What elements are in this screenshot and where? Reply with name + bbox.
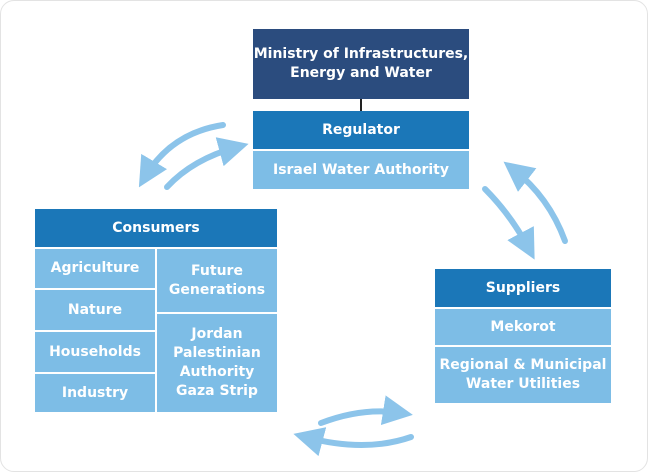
ministry-line1: Ministry of Infrastructures, [253, 46, 469, 62]
foreign-line3: Authority [179, 364, 255, 380]
consumer-agriculture-label: Agriculture [50, 260, 140, 276]
future-line1: Future [191, 262, 243, 279]
foreign-line2: Palestinian [173, 345, 261, 361]
consumers-header-label: Consumers [112, 219, 200, 236]
regulator-body-label: Israel Water Authority [272, 161, 450, 178]
consumer-future-generations: Future Generations [157, 249, 277, 312]
cycle-arrow-icon [503, 161, 568, 244]
cycle-arrow-icon [164, 137, 249, 190]
connector-line [360, 99, 362, 111]
foreign-line4: Gaza Strip [176, 383, 258, 399]
consumer-nature: Nature [35, 290, 155, 330]
utilities-line2: Water Utilities [465, 376, 581, 392]
utilities-line1: Regional & Municipal [439, 357, 607, 373]
consumer-households: Households [35, 332, 155, 372]
consumer-foreign: Jordan Palestinian Authority Gaza Strip [157, 314, 277, 412]
regulator-body: Israel Water Authority [253, 151, 469, 189]
consumers-header: Consumers [35, 209, 277, 247]
cycle-arrow-icon [318, 395, 413, 426]
cycle-arrow-icon [138, 122, 226, 188]
suppliers-header-label: Suppliers [485, 279, 561, 296]
regulator-header-label: Regulator [322, 121, 400, 138]
future-line2: Generations [168, 281, 266, 298]
consumer-industry: Industry [35, 374, 155, 412]
suppliers-body: Mekorot [435, 309, 611, 345]
consumer-industry-label: Industry [61, 384, 129, 401]
suppliers-header: Suppliers [435, 269, 611, 307]
ministry-line2: Energy and Water [290, 65, 432, 81]
suppliers-utilities: Regional & Municipal Water Utilities [435, 347, 611, 403]
consumer-nature-label: Nature [67, 301, 123, 318]
consumer-agriculture: Agriculture [35, 249, 155, 288]
suppliers-body-label: Mekorot [490, 318, 556, 335]
cycle-arrow-icon [482, 186, 535, 260]
cycle-arrow-icon [293, 427, 414, 457]
consumer-households-label: Households [49, 343, 141, 360]
foreign-line1: Jordan [191, 326, 243, 342]
regulator-header: Regulator [253, 111, 469, 149]
ministry-box: Ministry of Infrastructures, Energy and … [253, 29, 469, 99]
